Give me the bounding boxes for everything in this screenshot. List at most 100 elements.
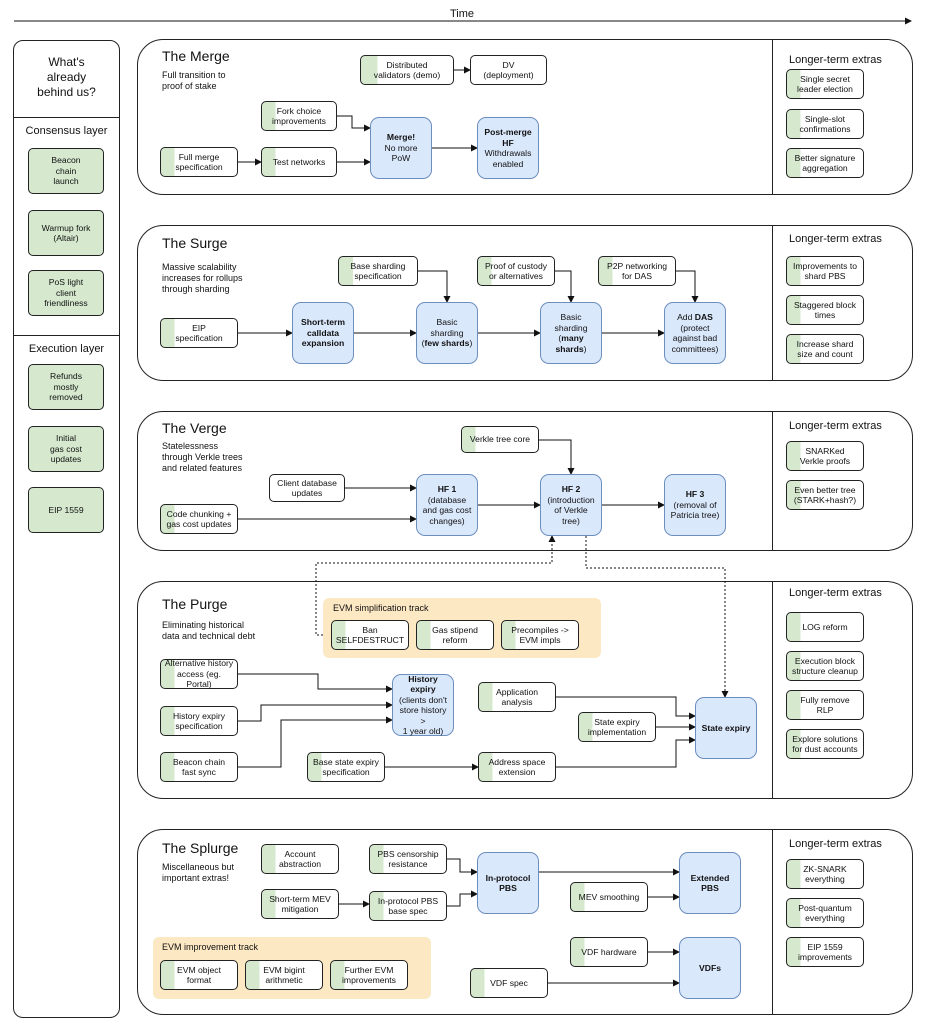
text-part: Add xyxy=(677,312,695,322)
node-state-expiry-impl: State expiry implementation xyxy=(578,712,656,742)
section-title-surge: The Surge xyxy=(162,235,228,251)
extras-divider xyxy=(772,830,773,1014)
node-p2p-das: P2P networking for DAS xyxy=(598,256,676,286)
left-item-beacon-chain: Beacon chain launch xyxy=(28,148,104,194)
text-bold: many shards xyxy=(555,333,584,354)
node-hf3: HF 3 (removal of Patricia tree) xyxy=(664,474,726,536)
extras-divider xyxy=(772,412,773,550)
node-fork-choice: Fork choice improvements xyxy=(261,101,337,131)
divider xyxy=(14,117,119,118)
extra-shard-pbs: Improvements to shard PBS xyxy=(786,256,864,286)
text-part: ) xyxy=(469,338,473,349)
node-dv-deployment: DV (deployment) xyxy=(470,55,547,85)
node-further-evm: Further EVM improvements xyxy=(330,960,408,990)
node-hf1-body: (database and gas cost changes) xyxy=(422,494,472,526)
extra-shard-size: Increase shard size and count xyxy=(786,334,864,364)
node-proof-of-custody: Proof of custody or alternatives xyxy=(477,256,555,286)
section-subtitle-splurge: Miscellaneous but important extras! xyxy=(162,862,235,883)
node-eip-spec: EIP specification xyxy=(160,318,238,348)
node-history-expiry: History expiry (clients don't store hist… xyxy=(392,674,454,736)
node-verkle-core: Verkle tree core xyxy=(461,426,539,453)
node-test-networks: Test networks xyxy=(261,147,337,177)
node-merge-body: No more PoW xyxy=(384,142,418,164)
node-basic-many-text: Basic sharding (many shards) xyxy=(555,312,588,354)
text-part: ) xyxy=(583,343,587,354)
section-surge xyxy=(137,225,913,381)
text-part: Basic sharding ( xyxy=(554,312,588,343)
extras-divider xyxy=(772,226,773,380)
extras-title-merge: Longer-term extras xyxy=(789,54,882,66)
extras-title-surge: Longer-term extras xyxy=(789,233,882,245)
extra-dust-accounts: Explore solutions for dust accounts xyxy=(786,729,864,759)
node-distributed-validators: Distributed validators (demo) xyxy=(360,55,454,85)
node-extended-pbs: Extended PBS xyxy=(679,852,741,914)
extra-eip1559-improvements: EIP 1559 improvements xyxy=(786,937,864,967)
section-title-splurge: The Splurge xyxy=(162,840,239,856)
node-post-merge-body: Withdrawals enabled xyxy=(484,148,532,169)
node-hf2-body: (introduction of Verkle tree) xyxy=(547,494,595,526)
node-pbs-censorship: PBS censorship resistance xyxy=(369,844,447,874)
extras-divider xyxy=(772,582,773,798)
node-vdfs: VDFs xyxy=(679,937,741,999)
section-title-merge: The Merge xyxy=(162,48,230,64)
section-subtitle-verge: Statelessness through Verkle trees and r… xyxy=(162,441,243,473)
section-title-verge: The Verge xyxy=(162,420,227,436)
node-address-space: Address space extension xyxy=(478,752,556,782)
node-beacon-fast-sync: Beacon chain fast sync xyxy=(160,752,238,782)
extras-title-splurge: Longer-term extras xyxy=(789,838,882,850)
node-ban-selfdestruct: Ban SELFDESTRUCT xyxy=(331,620,409,650)
node-app-analysis: Application analysis xyxy=(478,682,556,712)
consensus-layer-label: Consensus layer xyxy=(25,125,108,137)
node-full-merge-spec: Full merge specification xyxy=(160,147,238,177)
node-hf2-title: HF 2 xyxy=(561,484,581,494)
node-history-expiry-body: (clients don't store history > 1 year ol… xyxy=(399,694,447,737)
text-part: (protect against bad committees) xyxy=(671,322,719,354)
node-gas-stipend: Gas stipend reform xyxy=(416,620,494,650)
node-client-db: Client database updates xyxy=(269,474,345,502)
text-bold: DAS xyxy=(694,312,713,322)
extra-single-slot: Single-slot confirmations xyxy=(786,109,864,139)
node-precompiles: Precompiles -> EVM impls xyxy=(501,620,579,650)
left-item-altair: Warmup fork (Altair) xyxy=(28,210,104,256)
section-title-purge: The Purge xyxy=(162,596,228,612)
extra-post-quantum: Post-quantum everything xyxy=(786,898,864,928)
text-bold: few shards xyxy=(424,338,470,349)
node-hf1: HF 1 (database and gas cost changes) xyxy=(416,474,478,536)
node-hf2: HF 2 (introduction of Verkle tree) xyxy=(540,474,602,536)
node-post-merge-hf: Post-merge HF Withdrawals enabled xyxy=(477,117,539,179)
extra-remove-rlp: Fully remove RLP xyxy=(786,690,864,720)
node-short-term-calldata: Short-term calldata expansion xyxy=(292,302,354,364)
extra-sig-aggregation: Better signature aggregation xyxy=(786,148,864,178)
node-mev-smoothing: MEV smoothing xyxy=(570,882,648,912)
node-history-expiry-title: History expiry xyxy=(408,673,438,695)
node-post-merge-title: Post-merge HF xyxy=(484,127,532,148)
left-item-refunds: Refunds mostly removed xyxy=(28,364,104,410)
node-short-term-mev: Short-term MEV mitigation xyxy=(261,889,339,919)
node-hf3-title: HF 3 xyxy=(685,489,705,500)
text-part: Basic sharding ( xyxy=(421,317,464,349)
node-state-expiry: State expiry xyxy=(695,697,757,759)
extra-better-tree: Even better tree (STARK+hash?) xyxy=(786,480,864,510)
extra-log-reform: LOG reform xyxy=(786,612,864,642)
left-item-pos-light-client: PoS light client friendliness xyxy=(28,270,104,316)
left-item-eip1559: EIP 1559 xyxy=(28,487,104,533)
extras-title-verge: Longer-term extras xyxy=(789,420,882,432)
node-add-das-text: Add DAS (protect against bad committees) xyxy=(672,312,719,354)
node-in-protocol-pbs: In-protocol PBS xyxy=(477,852,539,914)
node-add-das: Add DAS (protect against bad committees) xyxy=(664,302,726,364)
node-merge-title: Merge! xyxy=(386,132,416,143)
node-basic-few-text: Basic sharding (few shards) xyxy=(422,317,473,349)
node-hf3-body: (removal of Patricia tree) xyxy=(670,499,720,521)
node-evm-object-format: EVM object format xyxy=(160,960,238,990)
node-evm-bigint: EVM bigint arithmetic xyxy=(245,960,323,990)
node-history-expiry-spec: History expiry specification xyxy=(160,706,238,736)
divider xyxy=(14,335,119,336)
node-hf1-title: HF 1 xyxy=(437,484,457,494)
extra-zk-snark: ZK-SNARK everything xyxy=(786,859,864,889)
extra-ssle: Single secret leader election xyxy=(786,69,864,99)
node-merge: Merge! No more PoW xyxy=(370,117,432,179)
extras-divider xyxy=(772,40,773,194)
node-basic-sharding-many: Basic sharding (many shards) xyxy=(540,302,602,364)
node-vdf-spec: VDF spec xyxy=(470,968,548,998)
left-item-gas-cost-updates: Initial gas cost updates xyxy=(28,426,104,472)
